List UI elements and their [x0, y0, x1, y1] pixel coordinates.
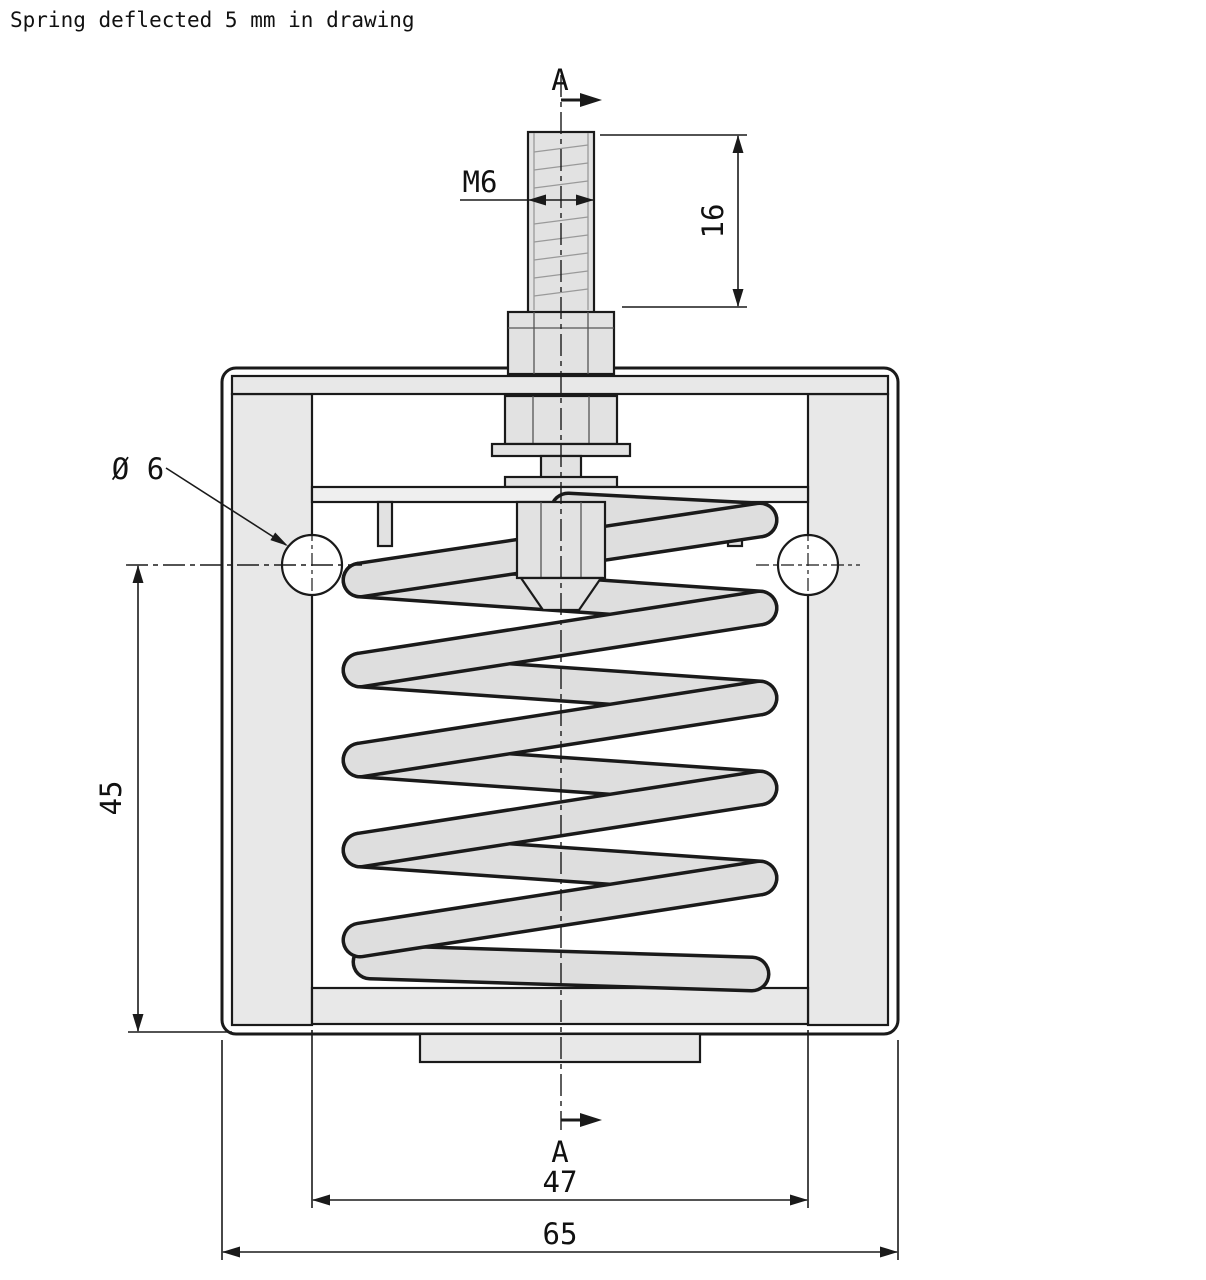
housing-left-wall	[230, 392, 314, 1027]
arrowhead	[222, 1246, 240, 1258]
arrowhead	[790, 1194, 808, 1206]
coil-spring	[341, 491, 779, 993]
dimension-45: 45	[94, 564, 362, 1033]
thread-line	[533, 144, 589, 153]
spring-coil-front	[345, 593, 775, 685]
housing-right-wall	[806, 392, 890, 1027]
arrowhead	[312, 1194, 330, 1206]
bottom-plate	[310, 986, 810, 1026]
arrowhead	[732, 135, 744, 153]
dimension-label-65: 65	[543, 1217, 578, 1251]
dimension-16: 16	[600, 134, 747, 308]
section-label-bottom: A	[551, 1135, 568, 1169]
dimension-47: 47	[311, 1030, 809, 1208]
foot-block	[418, 1032, 702, 1064]
section-arrow-bottom: A	[551, 1113, 602, 1169]
dimension-65: 65	[221, 1040, 899, 1260]
arrowhead	[132, 565, 144, 583]
arrowhead	[880, 1246, 898, 1258]
spring-coil-front	[345, 773, 775, 865]
dimension-label-45: 45	[94, 781, 128, 816]
thread-line	[533, 216, 589, 225]
section-arrowhead	[580, 93, 602, 107]
arrowhead	[528, 194, 546, 206]
section-label-top: A	[551, 63, 568, 97]
spring-coil-front	[345, 683, 775, 775]
drawing-note: Spring deflected 5 mm in drawing	[10, 8, 415, 32]
flange-pin-left	[376, 500, 394, 548]
dimension-label-hole-diameter: Ø 6	[112, 452, 164, 486]
cover-plate	[230, 374, 890, 396]
dimension-label-16: 16	[696, 204, 730, 239]
leader-line	[165, 467, 287, 546]
arrowhead	[132, 1014, 144, 1032]
thread-line	[533, 252, 589, 261]
section-arrow-top: A	[551, 63, 602, 107]
spring-coil-front	[345, 863, 775, 955]
arrowhead	[576, 194, 594, 206]
arrowhead	[732, 289, 744, 307]
thread-line	[533, 288, 589, 297]
dimension-label-m6: M6	[463, 165, 498, 199]
dimension-label-47: 47	[543, 1165, 578, 1199]
dimension-m6: M6	[460, 165, 594, 206]
arrowhead	[270, 532, 288, 546]
section-arrowhead	[580, 1113, 602, 1127]
thread-line	[533, 180, 589, 189]
leader-hole-diameter: Ø 6	[112, 452, 288, 546]
